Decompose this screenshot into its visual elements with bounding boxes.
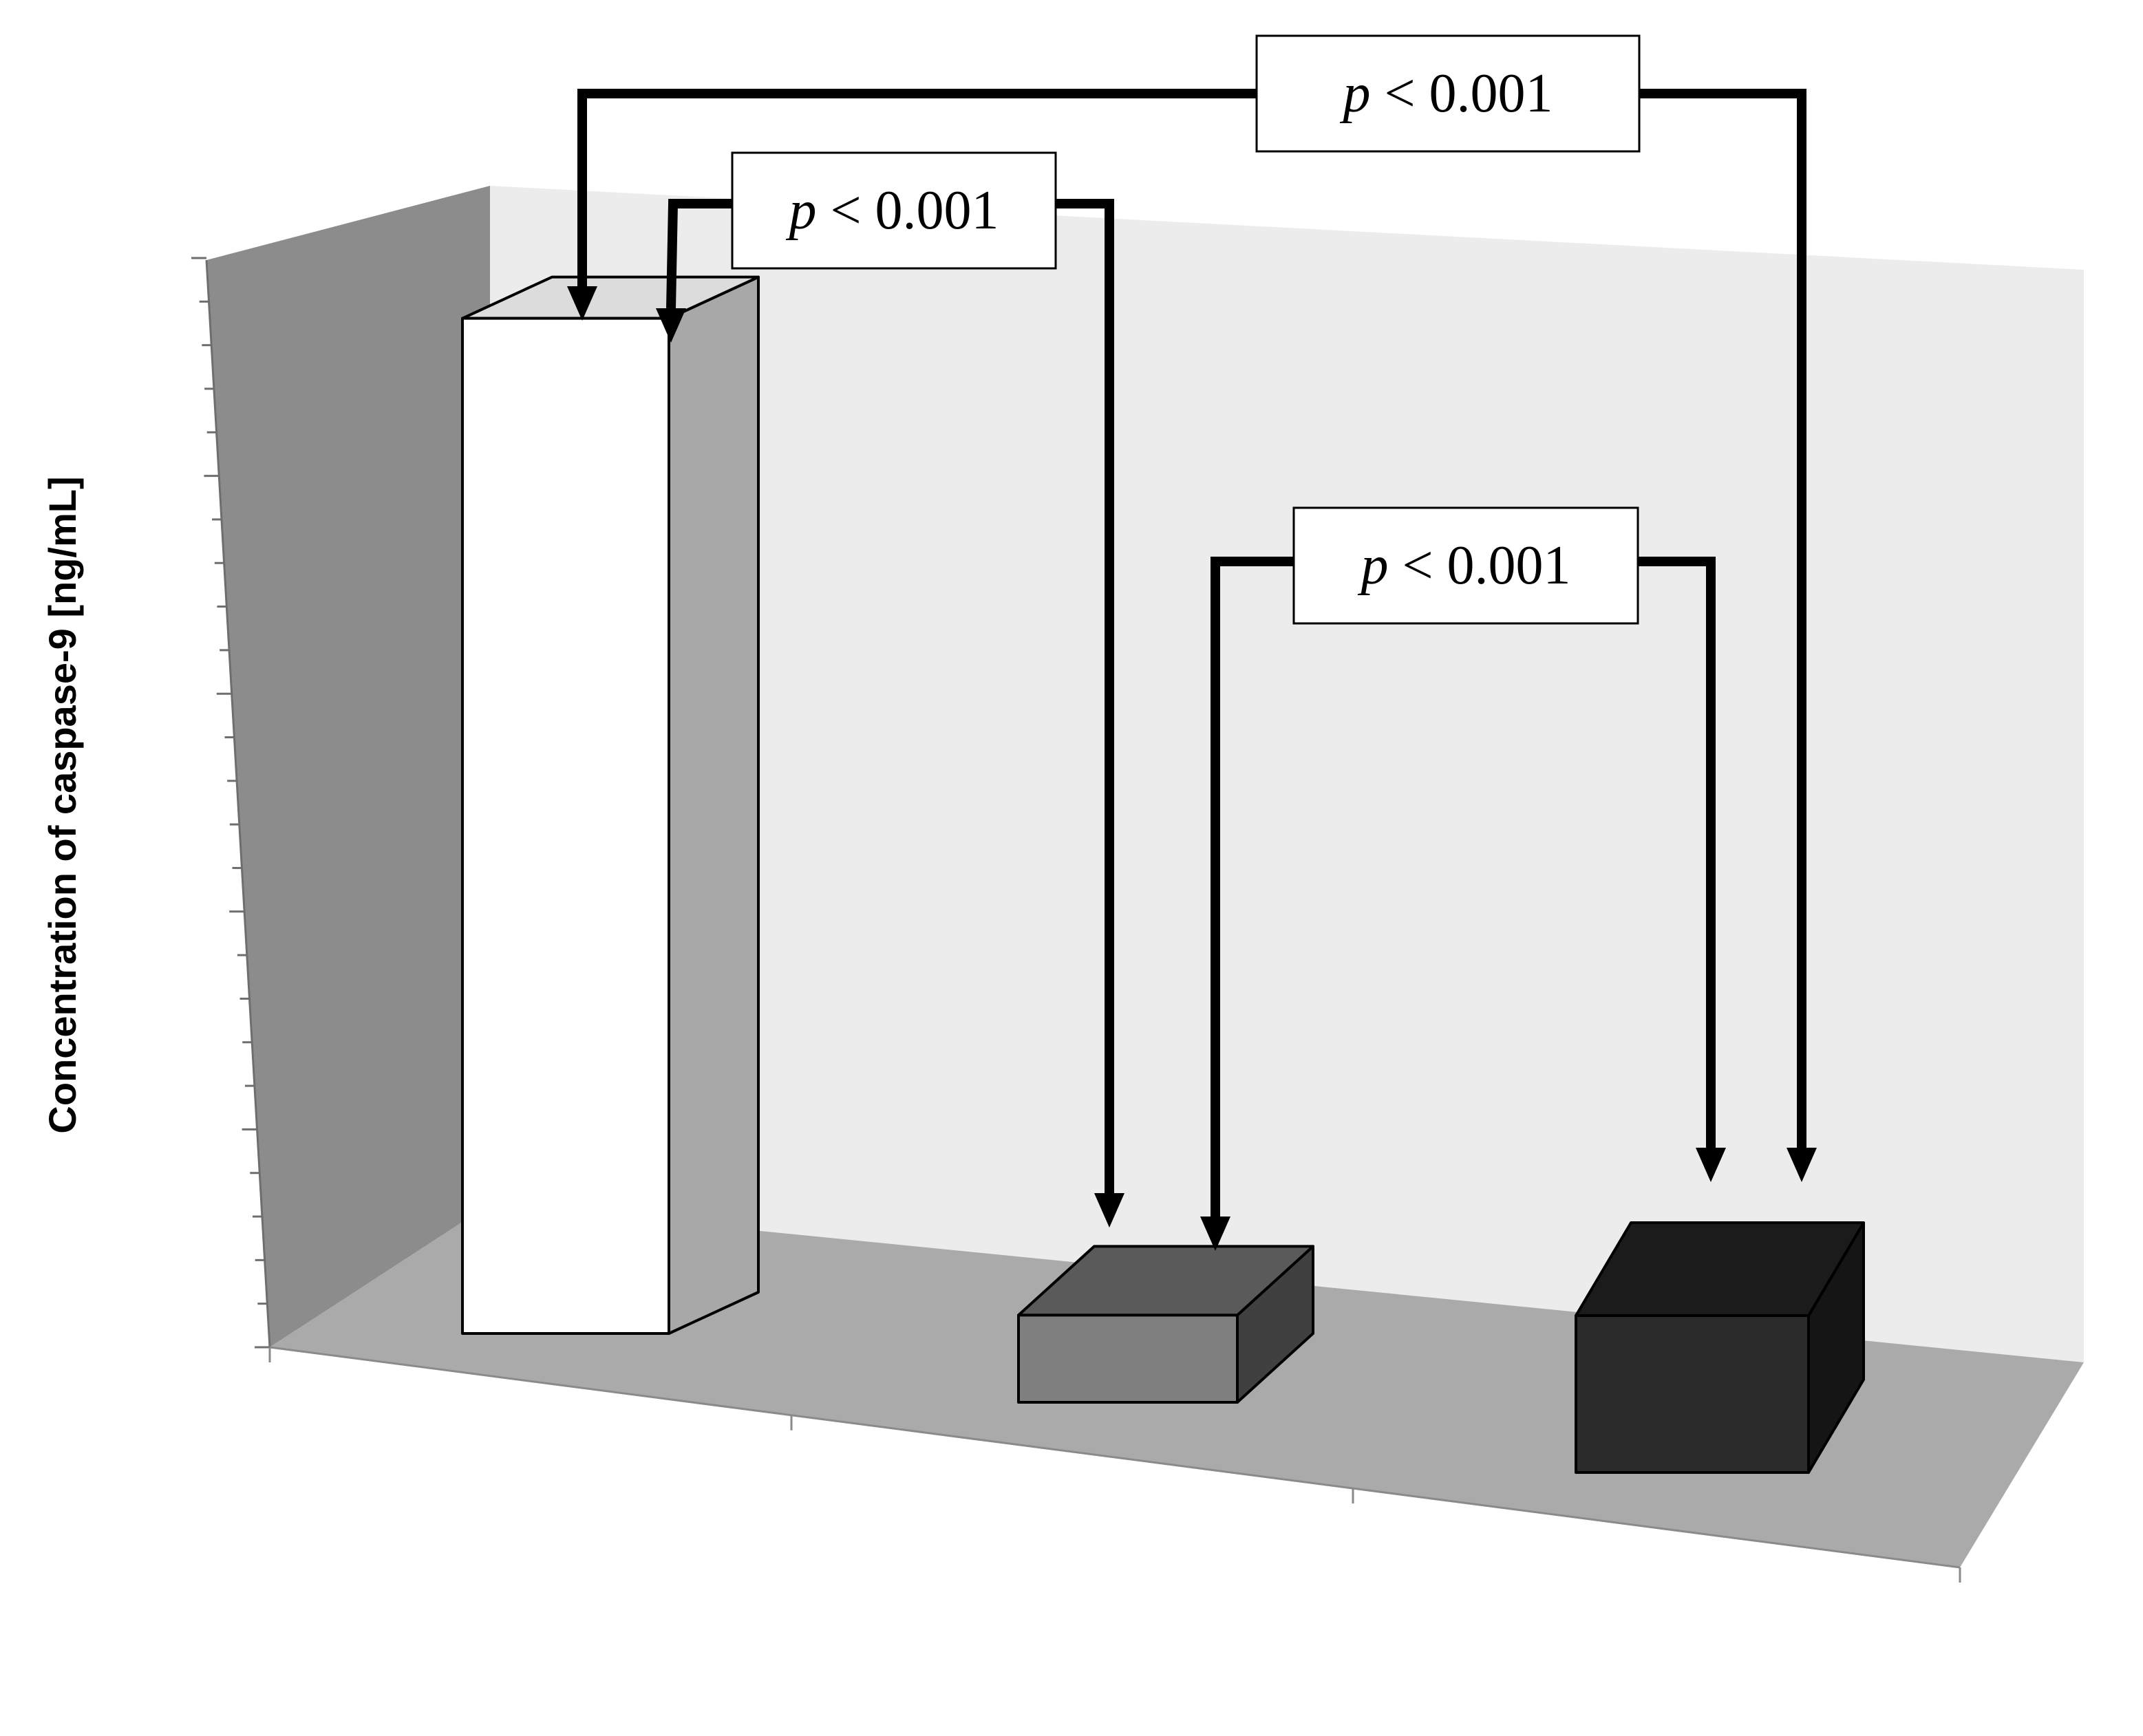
- p-relation: < 0.001: [1370, 63, 1553, 124]
- bar: [1575, 1314, 1810, 1474]
- bracket-right-arm: [1056, 199, 1114, 1193]
- arrowhead: [1094, 1193, 1124, 1228]
- p-value-box: [1292, 506, 1639, 625]
- arrowhead: [1696, 1148, 1726, 1182]
- p-value-box: [731, 151, 1057, 270]
- p-value-label: p < 0.001: [1339, 63, 1553, 124]
- side-wall: [206, 186, 490, 1347]
- p-symbol: p: [1357, 535, 1388, 596]
- bracket-left-arm: [1211, 557, 1294, 1217]
- bracket-left-arm: [577, 89, 1257, 286]
- y-axis-label: Concentration of caspase-9 [ng/mL]: [41, 476, 84, 1133]
- back-wall: [490, 186, 2084, 1362]
- arrowhead: [1200, 1217, 1230, 1251]
- arrowhead: [656, 308, 686, 343]
- y-axis-line: [205, 259, 271, 1348]
- bar: [1017, 1314, 1239, 1404]
- p-value-box: [1255, 34, 1641, 153]
- bar-side: [668, 275, 760, 1335]
- bracket-right-arm: [1639, 89, 1806, 1148]
- x-axis: [268, 1346, 1961, 1583]
- bracket-left-arm: [666, 199, 732, 309]
- p-value-label: p < 0.001: [785, 180, 999, 241]
- p-relation: < 0.001: [1388, 535, 1570, 596]
- bar: [461, 317, 670, 1335]
- p-relation: < 0.001: [816, 180, 999, 241]
- bars: [461, 275, 1865, 1474]
- p-symbol: p: [785, 180, 816, 241]
- bracket-right-arm: [1638, 557, 1716, 1148]
- p-value-label: p < 0.001: [1357, 535, 1570, 596]
- x-axis-line: [269, 1346, 1961, 1569]
- y-axis: [191, 257, 271, 1349]
- p-symbol: p: [1339, 63, 1370, 124]
- arrowhead: [567, 286, 597, 321]
- arrowhead: [1787, 1148, 1817, 1182]
